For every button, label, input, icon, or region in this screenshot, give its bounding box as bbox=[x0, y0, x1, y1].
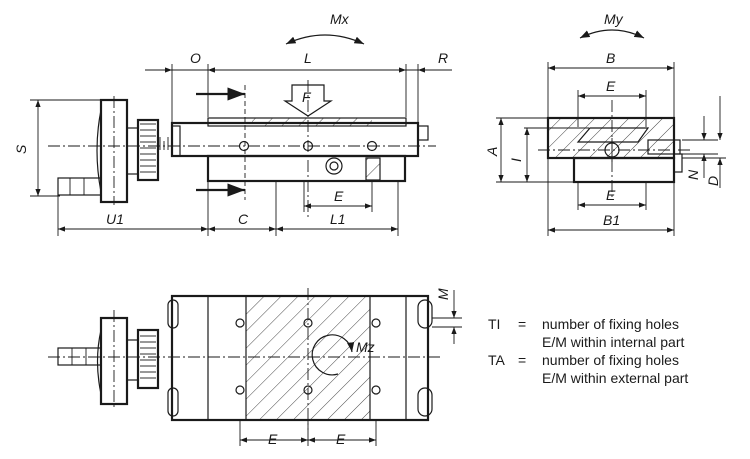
label-o: O bbox=[190, 50, 201, 66]
label-a: A bbox=[484, 147, 500, 157]
label-m: M bbox=[435, 288, 451, 300]
legend-text: E/M within internal part bbox=[542, 334, 685, 350]
label-r: R bbox=[438, 50, 448, 66]
label-e-side-top: E bbox=[606, 78, 616, 94]
force-arrow bbox=[282, 84, 334, 117]
label-i: I bbox=[508, 158, 524, 162]
legend-key: TA bbox=[488, 352, 505, 368]
label-c: C bbox=[238, 211, 249, 227]
front-view bbox=[30, 34, 452, 236]
label-e-front: E bbox=[334, 188, 344, 204]
knurled-knob bbox=[136, 118, 160, 182]
legend-text: E/M within external part bbox=[542, 370, 689, 386]
label-l1: L1 bbox=[330, 211, 346, 227]
label-e-top-2: E bbox=[336, 431, 346, 447]
legend: TI = number of fixing holes E/M within i… bbox=[488, 315, 688, 387]
label-e-top-1: E bbox=[268, 431, 278, 447]
slide-upper bbox=[170, 121, 420, 158]
dimension-labels: Mx O L R F S U1 C E L1 My B E E B1 A I N… bbox=[13, 11, 721, 447]
top-view bbox=[48, 288, 462, 446]
legend-entry-ta: TA = number of fixing holes E/M within e… bbox=[488, 351, 688, 387]
label-s: S bbox=[13, 144, 29, 154]
label-d: D bbox=[705, 176, 721, 186]
slide-lower bbox=[206, 154, 407, 183]
label-my: My bbox=[604, 11, 624, 27]
label-n: N bbox=[685, 169, 701, 180]
label-b1: B1 bbox=[603, 212, 620, 228]
legend-equals: = bbox=[518, 316, 527, 332]
label-e-side-bottom: E bbox=[606, 187, 616, 203]
legend-equals: = bbox=[518, 352, 527, 368]
legend-entry-ti: TI = number of fixing holes E/M within i… bbox=[488, 315, 688, 351]
legend-key: TI bbox=[488, 316, 501, 332]
label-l: L bbox=[304, 50, 312, 66]
legend-text: number of fixing holes bbox=[542, 316, 679, 332]
label-b: B bbox=[606, 50, 615, 66]
side-view bbox=[496, 29, 726, 236]
label-mz: Mz bbox=[356, 339, 375, 355]
legend-text: number of fixing holes bbox=[542, 352, 679, 368]
label-mx: Mx bbox=[330, 11, 350, 27]
label-f: F bbox=[302, 89, 312, 105]
crank-handle bbox=[57, 177, 102, 196]
label-u1: U1 bbox=[106, 211, 124, 227]
